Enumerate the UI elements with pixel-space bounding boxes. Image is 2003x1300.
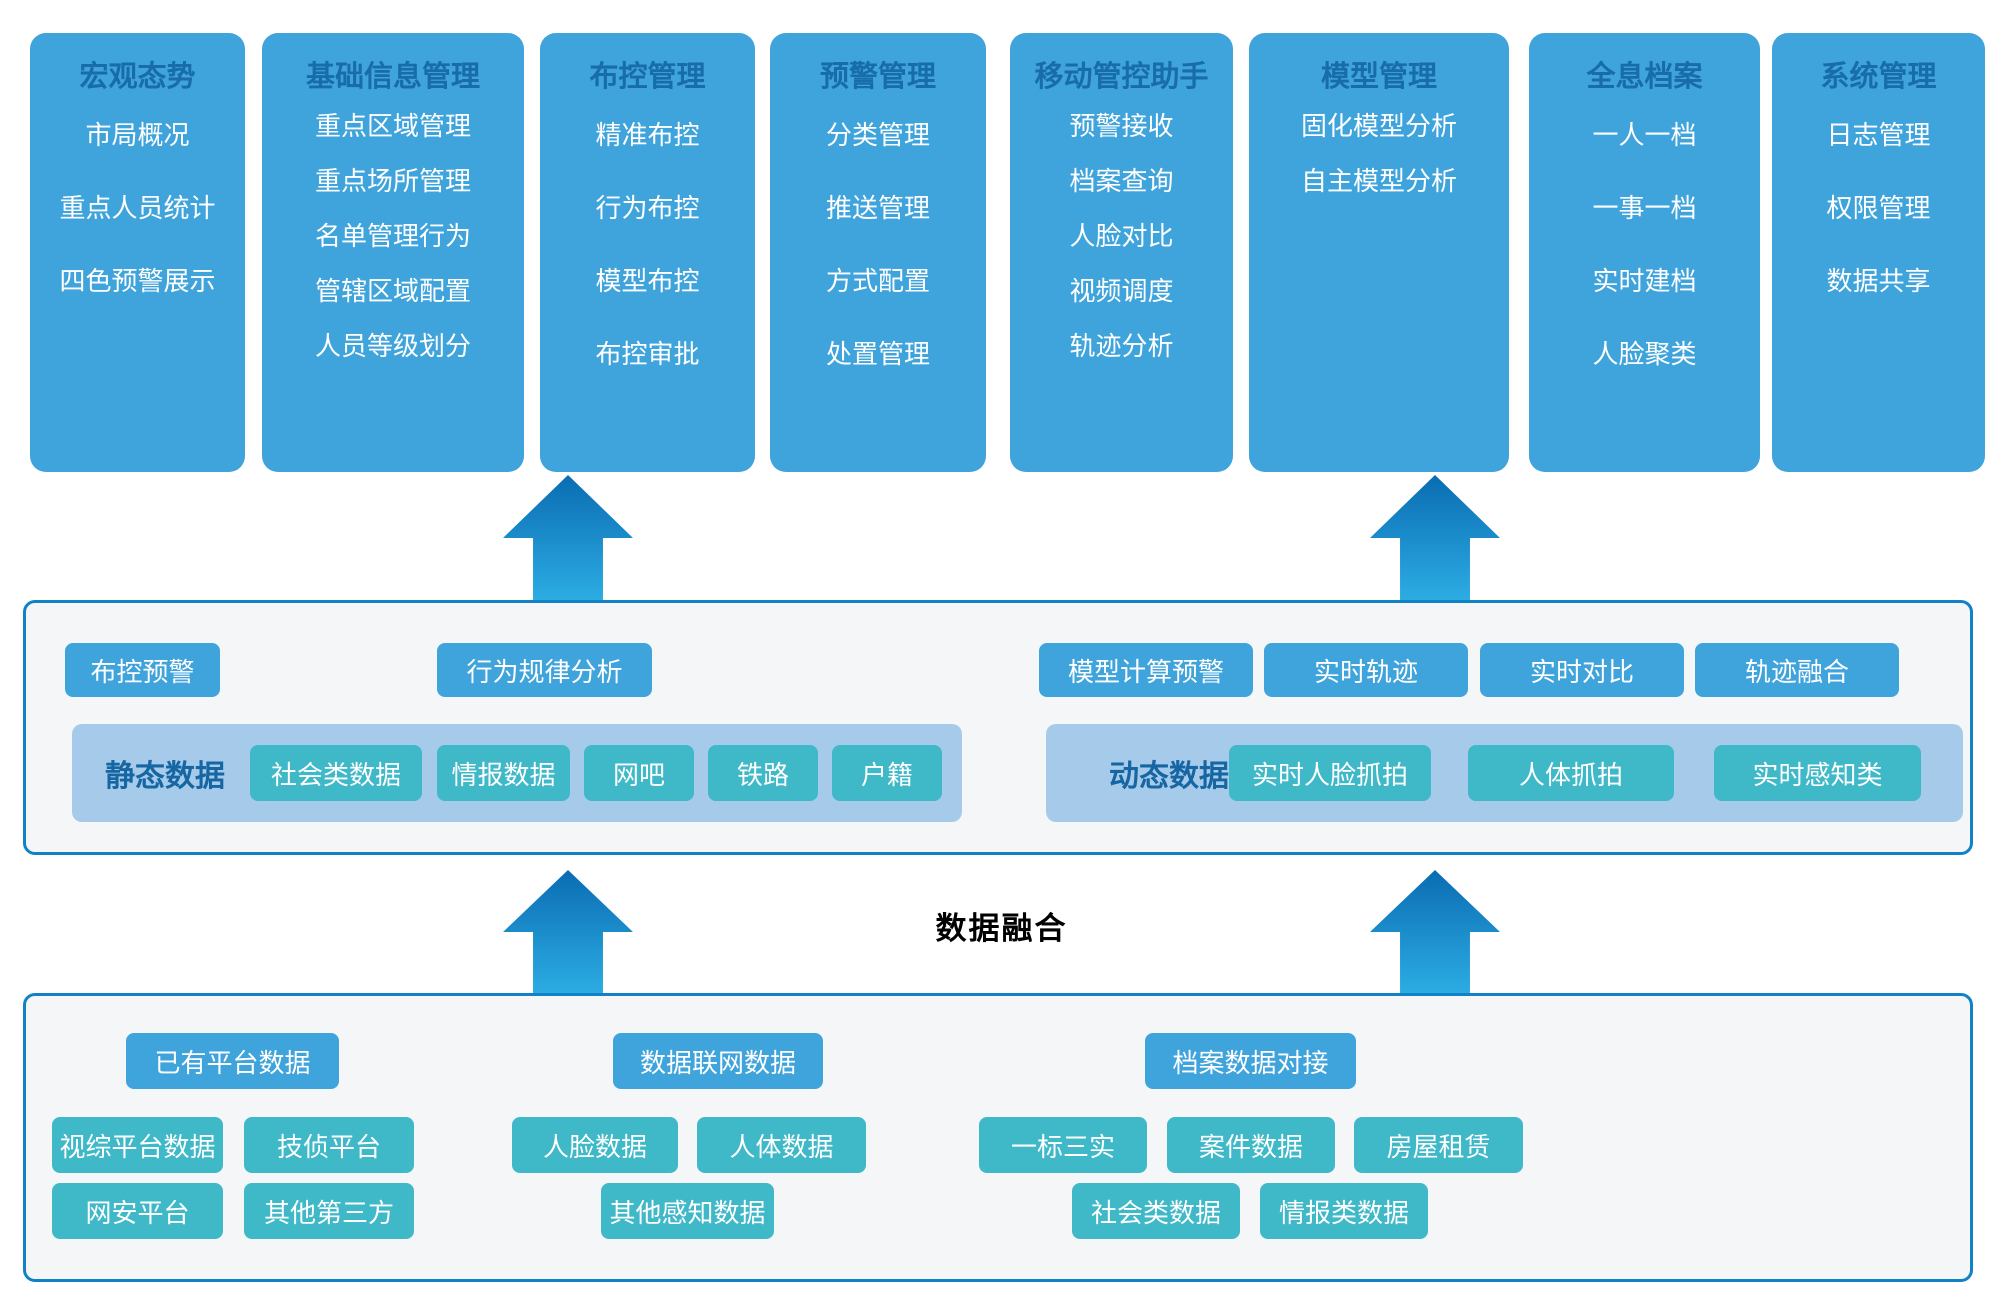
card-title: 移动管控助手 [1034, 61, 1209, 93]
card-title: 基础信息管理 [305, 61, 480, 93]
teal-button: 网安平台 [52, 1183, 223, 1239]
group-header-existing-platform-data: 已有平台数据 [126, 1033, 339, 1089]
card-item: 人员等级划分 [314, 331, 471, 361]
card-item: 轨迹分析 [1069, 331, 1174, 361]
card-item: 档案查询 [1069, 166, 1174, 196]
data-source-panel: 已有平台数据 视综平台数据 技侦平台 网安平台 其他第三方 数据联网数据 人脸数… [23, 993, 1973, 1282]
teal-button: 人脸数据 [512, 1117, 678, 1173]
card-item: 精准布控 [595, 120, 700, 150]
teal-button: 社会类数据 [1072, 1183, 1240, 1239]
pill-realtime-trajectory: 实时轨迹 [1264, 643, 1468, 697]
teal-button: 实时人脸抓拍 [1229, 745, 1431, 801]
teal-button: 情报类数据 [1260, 1183, 1428, 1239]
card-title: 模型管理 [1320, 61, 1437, 93]
card-item: 名单管理行为 [314, 221, 471, 251]
data-fusion-label: 数据融合 [935, 911, 1068, 946]
card-item: 重点区域管理 [314, 111, 471, 141]
card-macro-situation: 宏观态势 市局概况 重点人员统计 四色预警展示 [30, 33, 245, 472]
card-item: 固化模型分析 [1300, 111, 1457, 141]
card-item: 四色预警展示 [59, 266, 216, 296]
teal-button: 网吧 [584, 745, 694, 801]
card-item: 实时建档 [1592, 266, 1697, 296]
card-item: 分类管理 [825, 120, 930, 150]
teal-button: 铁路 [708, 745, 818, 801]
static-data-label: 静态数据 [105, 760, 225, 793]
teal-button: 其他第三方 [244, 1183, 414, 1239]
card-title: 布控管理 [589, 61, 706, 93]
card-item: 市局概况 [85, 120, 190, 150]
group-header-networked-data: 数据联网数据 [613, 1033, 823, 1089]
teal-button: 人体抓拍 [1468, 745, 1674, 801]
pill-model-computed-warning: 模型计算预警 [1039, 643, 1253, 697]
card-item: 重点人员统计 [59, 193, 216, 223]
teal-button: 其他感知数据 [601, 1183, 774, 1239]
dynamic-data-strip: 动态数据 实时人脸抓拍 人体抓拍 实时感知类 [1046, 724, 1963, 822]
teal-button: 情报数据 [437, 745, 570, 801]
card-title: 系统管理 [1820, 61, 1937, 93]
card-title: 全息档案 [1586, 61, 1703, 93]
teal-button: 案件数据 [1167, 1117, 1335, 1173]
up-arrow-icon [503, 475, 633, 600]
dynamic-data-label: 动态数据 [1109, 760, 1229, 793]
pill-realtime-comparison: 实时对比 [1480, 643, 1684, 697]
teal-button: 实时感知类 [1714, 745, 1921, 801]
card-item: 数据共享 [1826, 266, 1931, 296]
card-item: 方式配置 [825, 266, 930, 296]
card-item: 一事一档 [1592, 193, 1697, 223]
teal-button: 户籍 [832, 745, 942, 801]
card-system-management: 系统管理 日志管理 权限管理 数据共享 [1772, 33, 1985, 472]
up-arrow-icon [1370, 475, 1500, 600]
card-item: 布控审批 [595, 339, 700, 369]
card-item: 视频调度 [1069, 276, 1174, 306]
card-item: 重点场所管理 [314, 166, 471, 196]
card-item: 行为布控 [595, 193, 700, 223]
analysis-panel: 布控预警 行为规律分析 模型计算预警 实时轨迹 实时对比 轨迹融合 静态数据 社… [23, 600, 1973, 855]
teal-button: 社会类数据 [250, 745, 422, 801]
card-item: 一人一档 [1592, 120, 1697, 150]
card-item: 日志管理 [1826, 120, 1931, 150]
pill-trajectory-fusion: 轨迹融合 [1695, 643, 1899, 697]
card-mobile-control-assistant: 移动管控助手 预警接收 档案查询 人脸对比 视频调度 轨迹分析 [1010, 33, 1233, 472]
card-holographic-archive: 全息档案 一人一档 一事一档 实时建档 人脸聚类 [1529, 33, 1760, 472]
card-item: 处置管理 [825, 339, 930, 369]
static-data-strip: 静态数据 社会类数据 情报数据 网吧 铁路 户籍 [72, 724, 962, 822]
teal-button: 视综平台数据 [52, 1117, 223, 1173]
card-model-management: 模型管理 固化模型分析 自主模型分析 [1249, 33, 1509, 472]
card-item: 自主模型分析 [1300, 166, 1457, 196]
card-title: 宏观态势 [79, 61, 196, 93]
teal-button: 技侦平台 [244, 1117, 414, 1173]
card-item: 模型布控 [595, 266, 700, 296]
teal-button: 一标三实 [979, 1117, 1147, 1173]
card-basic-info-management: 基础信息管理 重点区域管理 重点场所管理 名单管理行为 管辖区域配置 人员等级划… [262, 33, 524, 472]
card-warning-management: 预警管理 分类管理 推送管理 方式配置 处置管理 [770, 33, 986, 472]
card-item: 权限管理 [1826, 193, 1931, 223]
pill-surveillance-warning: 布控预警 [65, 643, 220, 697]
group-header-archive-data-docking: 档案数据对接 [1145, 1033, 1356, 1089]
card-item: 推送管理 [825, 193, 930, 223]
card-title: 预警管理 [819, 61, 936, 93]
teal-button: 房屋租赁 [1354, 1117, 1523, 1173]
card-item: 人脸对比 [1069, 221, 1174, 251]
pill-behavior-pattern-analysis: 行为规律分析 [437, 643, 652, 697]
teal-button: 人体数据 [697, 1117, 866, 1173]
card-item: 预警接收 [1069, 111, 1174, 141]
card-surveillance-management: 布控管理 精准布控 行为布控 模型布控 布控审批 [540, 33, 755, 472]
card-item: 人脸聚类 [1592, 339, 1697, 369]
card-item: 管辖区域配置 [314, 276, 471, 306]
